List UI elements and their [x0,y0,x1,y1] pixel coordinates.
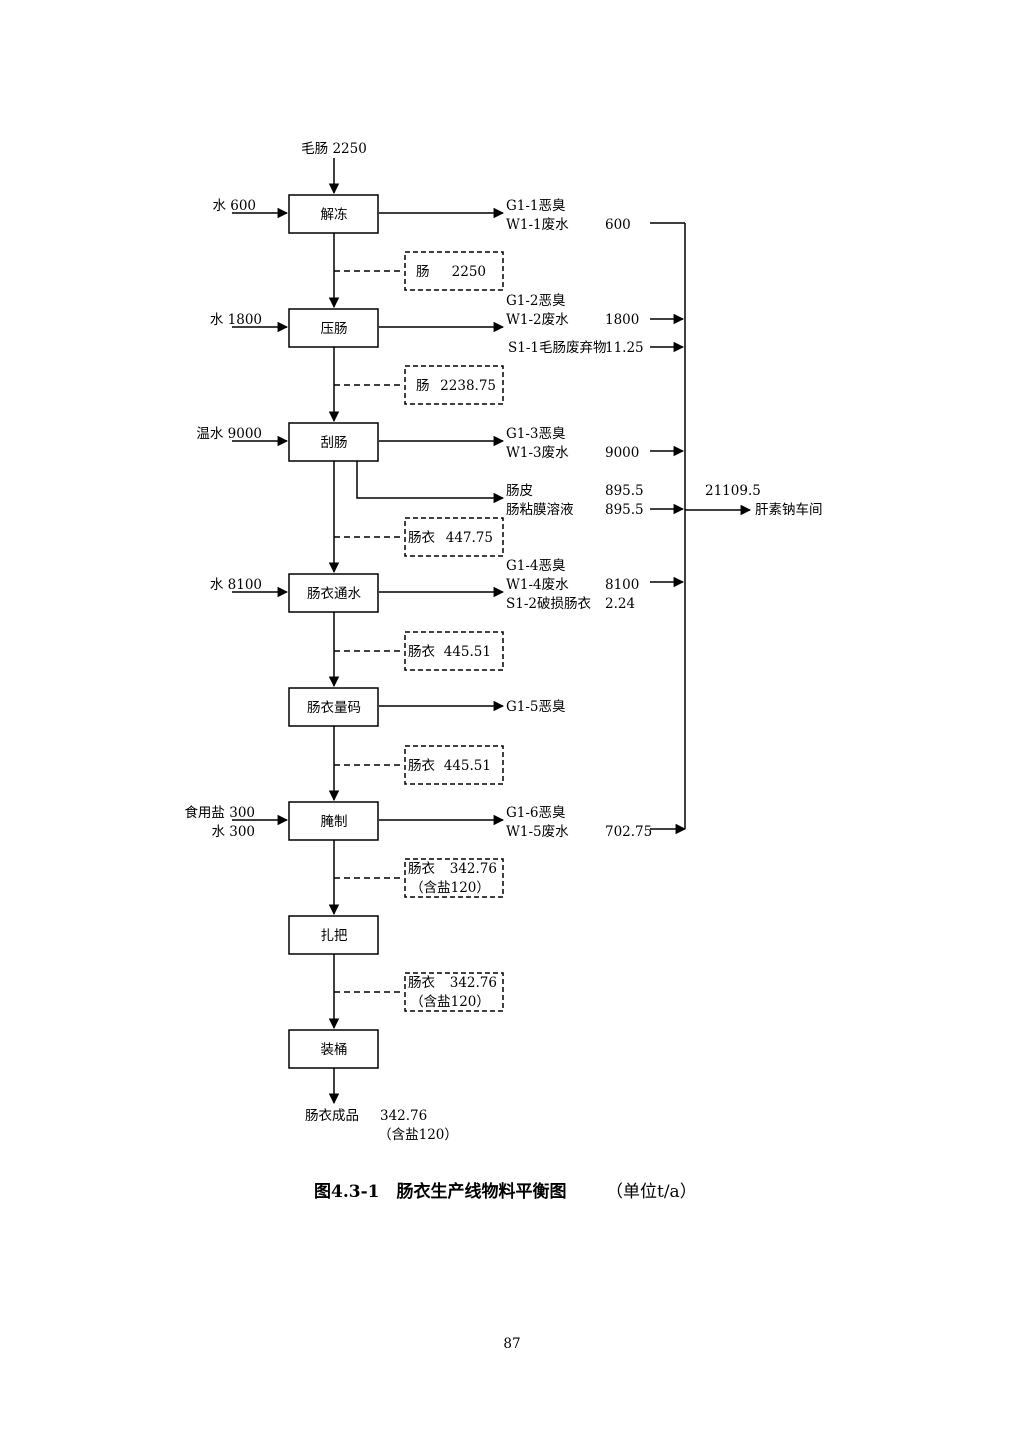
output-label: W1-4废水 [506,577,569,593]
process-step-label: 肠衣量码 [307,700,361,716]
intermediate-box: 肠 2238.75 [404,365,504,405]
process-step-label: 装桶 [321,1042,348,1058]
input-label: 水 600 [212,198,256,214]
collector-total: 21109.5 [705,483,761,499]
output-label: 肠粘膜溶液 [506,502,574,518]
input-label: 水 8100 [210,577,262,593]
output-label: S1-2破损肠衣 [506,596,591,612]
process-steps: 解冻 压肠 刮肠 肠衣通水 肠衣量码 腌制 扎把 装桶 [288,194,379,1069]
output-value: 8100 [605,577,639,593]
feed-arrows [232,207,289,826]
output-label: W1-3废水 [506,445,569,461]
input-label: 水 1800 [210,312,262,328]
intermediate-note: （含盐120） [410,880,490,896]
final-product-value: 342.76 [380,1108,427,1124]
final-product-label: 肠衣成品 [305,1108,359,1124]
final-product: 肠衣成品 342.76 （含盐120） [305,1108,458,1143]
process-step-measure: 肠衣量码 [288,687,379,727]
process-step-label: 肠衣通水 [307,586,361,602]
process-step-label: 扎把 [321,928,348,944]
output-value: 895.5 [605,483,644,499]
intermediate-name: 肠衣 [408,975,435,991]
input-labels: 毛肠 2250 水 600 水 1800 温水 9000 水 8100 食用盐 … [184,141,366,840]
output-value: 895.5 [605,502,644,518]
output-value: 702.75 [605,824,652,840]
intermediate-name: 肠衣 [408,530,435,546]
output-label: G1-5恶臭 [506,699,566,715]
output-arrows [356,207,505,826]
intermediate-box: 肠衣 342.76 （含盐120） [404,858,504,898]
input-label: 水 300 [211,824,255,840]
intermediate-connectors [334,270,404,993]
output-label: G1-6恶臭 [506,805,566,821]
intermediate-value: 2250 [452,264,486,280]
output-label: G1-2恶臭 [506,293,566,309]
collector-bus [650,222,752,835]
intermediate-name: 肠 [416,264,430,280]
process-step-salting: 腌制 [288,801,379,841]
output-value: 11.25 [605,340,644,356]
process-step-label: 压肠 [321,321,348,337]
output-value: 600 [605,217,631,233]
input-label: 食用盐 300 [184,804,255,821]
process-step-barrel: 装桶 [288,1029,379,1069]
intermediate-value: 445.51 [444,758,491,774]
intermediate-name: 肠衣 [408,644,435,660]
input-label: 温水 9000 [196,426,262,442]
intermediate-value: 445.51 [444,644,491,660]
output-label: G1-1恶臭 [506,198,566,214]
intermediate-box: 肠 2250 [404,251,504,291]
intermediate-name: 肠衣 [408,758,435,774]
intermediate-value: 342.76 [450,975,497,991]
raw-material-label: 毛肠 2250 [301,141,367,157]
output-value: 2.24 [605,596,635,612]
figure-caption-unit: （单位t/a） [606,1182,697,1202]
intermediate-boxes: 肠 2250 肠 2238.75 肠衣 447.75 肠衣 445.51 肠衣 … [404,251,504,1012]
intermediate-box: 肠衣 445.51 [404,631,504,671]
output-label: G1-4恶臭 [506,558,566,574]
page-number: 87 [503,1336,520,1352]
output-value: 9000 [605,445,639,461]
process-step-thaw: 解冻 [288,194,379,234]
process-step-flush: 肠衣通水 [288,573,379,613]
process-step-bundle: 扎把 [288,915,379,955]
process-step-label: 腌制 [321,814,348,830]
intermediate-note: （含盐120） [410,994,490,1010]
process-step-label: 刮肠 [321,435,348,451]
output-value: 1800 [605,312,639,328]
intermediate-box: 肠衣 445.51 [404,745,504,785]
process-step-label: 解冻 [321,207,348,223]
output-label: W1-2废水 [506,312,569,328]
output-labels: G1-1恶臭 W1-1废水 600 G1-2恶臭 W1-2废水 1800 S1-… [506,198,652,840]
output-label: 肠皮 [506,483,533,499]
intermediate-box: 肠衣 447.75 [404,517,504,557]
intermediate-box: 肠衣 342.76 （含盐120） [404,972,504,1012]
intermediate-name: 肠 [416,378,430,394]
collector-destination: 肝素钠车间 [755,501,823,518]
intermediate-value: 447.75 [446,530,493,546]
process-step-scrape: 刮肠 [288,422,379,462]
intermediate-value: 342.76 [450,861,497,877]
output-label: W1-1废水 [506,217,569,233]
output-label: G1-3恶臭 [506,426,566,442]
intermediate-value: 2238.75 [440,378,496,394]
process-step-press: 压肠 [288,308,379,348]
final-product-note: （含盐120） [378,1127,458,1143]
intermediate-name: 肠衣 [408,861,435,877]
output-label: W1-5废水 [506,824,569,840]
figure-caption: 图4.3-1 肠衣生产线物料平衡图 [314,1181,566,1202]
output-label: S1-1毛肠废弃物 [508,340,607,356]
